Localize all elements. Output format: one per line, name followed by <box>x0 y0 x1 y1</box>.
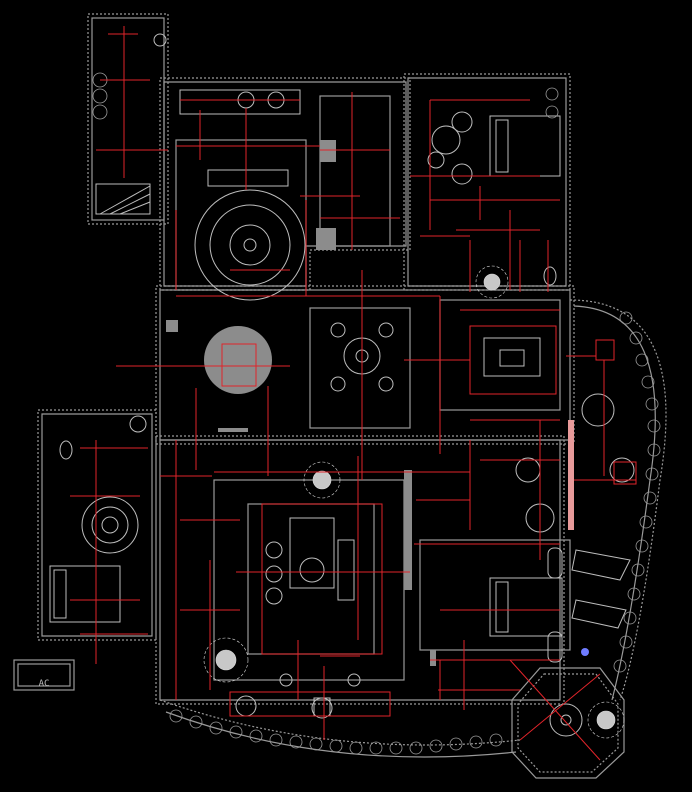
walls <box>13 13 667 779</box>
tree-icon <box>475 265 509 299</box>
marker-dot <box>581 648 589 656</box>
hedge-border <box>92 72 661 755</box>
toilet-icon <box>59 266 557 460</box>
bed-icon <box>489 115 561 177</box>
accent-bar <box>568 420 574 530</box>
round-table-icon <box>194 189 306 301</box>
tree-icon <box>303 461 341 499</box>
tree-icon <box>203 637 249 683</box>
bathtub-icon <box>547 547 563 663</box>
sofa-icon <box>265 517 355 605</box>
bed-icon <box>49 565 121 623</box>
tree-icon <box>587 701 625 739</box>
furniture <box>49 33 635 737</box>
trees <box>203 265 625 739</box>
ac-unit-label: AC <box>39 679 50 689</box>
solid-fills <box>166 140 436 666</box>
bed-icon <box>489 577 563 637</box>
dimension-lines <box>70 26 637 761</box>
